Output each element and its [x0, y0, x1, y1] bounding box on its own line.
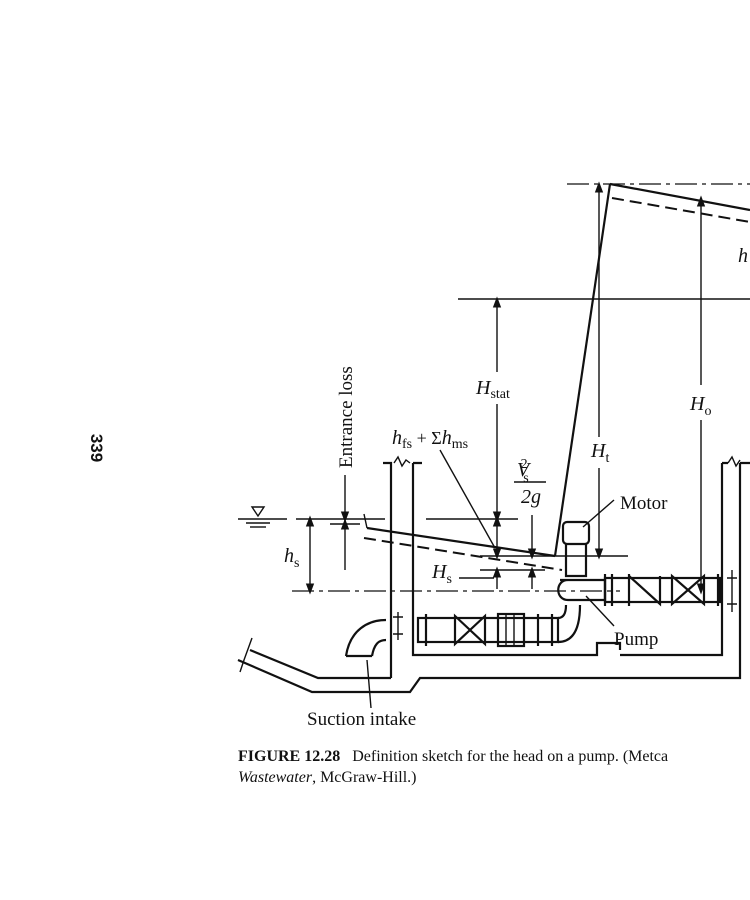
velocity-head-label: Vs2 2g [514, 457, 546, 508]
grade-lines [363, 182, 750, 571]
friction-loss-label: hfs + Σhms [392, 427, 468, 452]
svg-text:Vs2: Vs2 [517, 457, 532, 486]
dimension-arrows [305, 181, 706, 709]
h-t-label: Ht [590, 440, 609, 466]
caption-source-publisher: , McGraw-Hill.) [312, 769, 417, 786]
water-surface-icon [238, 506, 287, 528]
pump-station-structure [237, 455, 750, 694]
reference-lines [292, 183, 750, 592]
head-loss-label-partial: h [738, 245, 748, 267]
entrance-loss-label: Entrance loss [336, 366, 357, 468]
pump-motor-assembly [557, 520, 607, 602]
pump-icon [557, 578, 607, 602]
figure-number: FIGURE 12.28 [238, 748, 341, 765]
suction-piping [344, 604, 582, 658]
discharge-piping [603, 570, 737, 612]
motor-label: Motor [620, 493, 668, 514]
h-stat-label: Hstat [475, 377, 510, 402]
svg-text:2g: 2g [521, 486, 541, 508]
h-s-small-label: hs [284, 545, 299, 571]
h-o-label: Ho [689, 393, 711, 419]
caption-source-title: Wastewater [238, 769, 313, 786]
suction-intake-label: Suction intake [307, 709, 416, 730]
caption-text: Definition sketch for the head on a pump… [352, 748, 669, 765]
figure-caption: FIGURE 12.28 Definition sketch for the h… [238, 746, 668, 788]
pump-label: Pump [614, 629, 658, 650]
motor-icon [561, 520, 591, 546]
h-s-big-label: Hs [431, 561, 452, 587]
